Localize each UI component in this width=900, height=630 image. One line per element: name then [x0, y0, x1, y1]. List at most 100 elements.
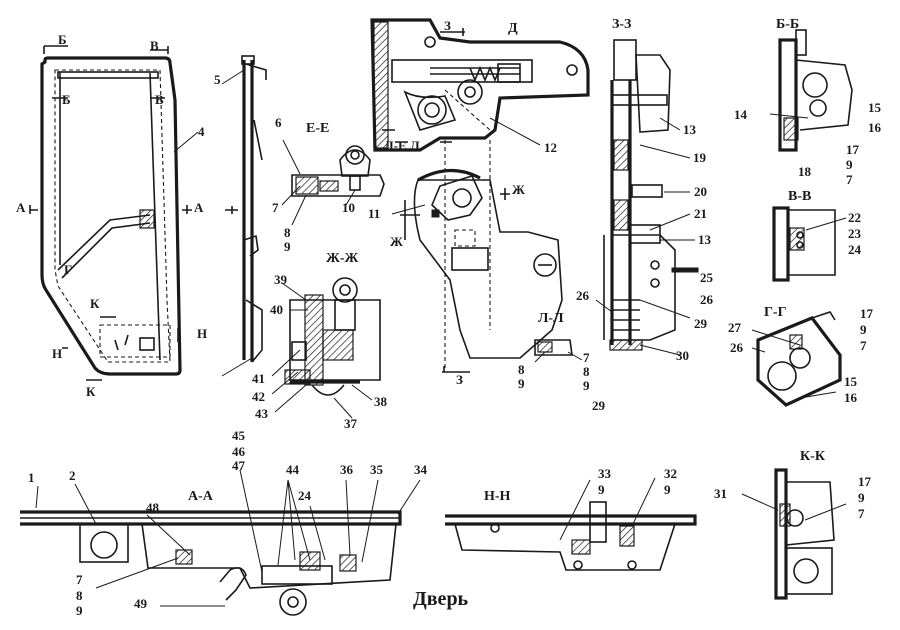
- part-number: 17: [860, 306, 874, 321]
- view-title-ee: Е-Е: [306, 121, 329, 136]
- cut-label: Б: [58, 32, 67, 47]
- part-number: 46: [232, 444, 246, 459]
- part-number: 10: [342, 200, 355, 215]
- view-title-gg: Г-Г: [764, 305, 787, 320]
- part-number: 1: [28, 470, 35, 485]
- cut-label: А: [194, 200, 204, 215]
- view-title-dd: Д: [508, 21, 518, 36]
- section-ll: [534, 339, 583, 363]
- section-zhzh: [271, 277, 381, 419]
- part-number: 20: [694, 184, 707, 199]
- part-number: 15: [844, 374, 858, 389]
- cut-label: К: [86, 384, 96, 399]
- section-vv: [772, 206, 847, 282]
- part-number: 9: [76, 603, 83, 618]
- part-number: 16: [868, 120, 882, 135]
- part-number: 6: [275, 115, 282, 130]
- section-ee: [281, 139, 385, 226]
- part-number: 8: [518, 362, 525, 377]
- part-number: 9: [846, 157, 853, 172]
- part-number: 38: [374, 394, 388, 409]
- part-number: 9: [664, 482, 671, 497]
- cut-label: Б: [62, 92, 71, 107]
- part-number: 22: [848, 210, 861, 225]
- part-number: 9: [518, 376, 525, 391]
- part-number: 8: [284, 225, 291, 240]
- part-number: 11: [368, 206, 380, 221]
- part-number: 23: [848, 226, 862, 241]
- view-title-zz: З-З: [612, 17, 631, 32]
- door-outline-view: [29, 45, 199, 381]
- cut-label: З: [444, 18, 451, 33]
- part-number: 41: [252, 371, 265, 386]
- part-number: 26: [730, 340, 744, 355]
- view-title-nn: Н-Н: [484, 489, 511, 504]
- section-aa: [20, 469, 421, 616]
- part-number: 17: [858, 474, 872, 489]
- part-number: 14: [734, 107, 748, 122]
- part-number: 42: [252, 389, 265, 404]
- part-number: 45: [232, 428, 246, 443]
- part-number: 16: [844, 390, 858, 405]
- part-number: 24: [298, 488, 312, 503]
- cut-label: Н: [197, 326, 207, 341]
- part-number: 27: [728, 320, 742, 335]
- part-number: 32: [664, 466, 677, 481]
- cut-label: Л: [410, 138, 420, 153]
- part-number: 7: [272, 200, 279, 215]
- part-number: 39: [274, 272, 288, 287]
- view-title-vv: В-В: [788, 189, 811, 204]
- part-number: 31: [714, 486, 727, 501]
- part-number: 24: [848, 242, 862, 257]
- part-number: 2: [69, 468, 76, 483]
- part-number: 7: [76, 572, 83, 587]
- view-title-ll: Л-Л: [538, 311, 564, 326]
- part-number: 49: [134, 596, 148, 611]
- part-number: 9: [598, 482, 605, 497]
- part-number: 15: [868, 100, 882, 115]
- part-number: 8: [583, 364, 590, 379]
- part-number: 7: [846, 172, 853, 187]
- cut-label: В: [150, 38, 159, 53]
- part-number: 29: [592, 398, 606, 413]
- section-nn: [445, 477, 697, 571]
- cut-label: К: [90, 296, 100, 311]
- cut-label: Ж: [390, 234, 403, 249]
- part-number: 17: [846, 142, 860, 157]
- part-number: 40: [270, 302, 283, 317]
- part-number: 7: [858, 506, 865, 521]
- section-bb: [769, 29, 853, 152]
- part-number: 26: [700, 292, 714, 307]
- part-number: 13: [683, 122, 697, 137]
- part-number: 4: [198, 124, 205, 139]
- part-number: 36: [340, 462, 354, 477]
- cut-label: Н: [52, 346, 62, 361]
- part-number: 30: [676, 348, 689, 363]
- cut-label: А: [16, 200, 26, 215]
- part-number: 9: [858, 490, 865, 505]
- cut-label: Ж: [512, 182, 525, 197]
- part-number: 7: [860, 338, 867, 353]
- part-number: 35: [370, 462, 384, 477]
- view-title-zhzh: Ж-Ж: [326, 251, 359, 266]
- part-number: 47: [232, 458, 246, 473]
- part-number: 12: [544, 140, 557, 155]
- part-number: 8: [76, 588, 83, 603]
- part-number: 9: [860, 322, 867, 337]
- view-title-kk: К-К: [800, 449, 826, 464]
- part-number: 26: [576, 288, 590, 303]
- cut-label: В: [155, 92, 164, 107]
- view-title-aa: А-А: [188, 489, 214, 504]
- section-kk: [741, 468, 847, 600]
- part-number: 9: [583, 378, 590, 393]
- section-zz: [595, 39, 699, 356]
- view-d: [370, 18, 590, 373]
- part-number: 21: [694, 206, 707, 221]
- section-gg: [751, 311, 842, 407]
- part-number: 44: [286, 462, 300, 477]
- drawing-caption: Дверь: [413, 588, 469, 610]
- part-number: 34: [414, 462, 428, 477]
- part-number: 48: [146, 500, 160, 515]
- view-title-bb: Б-Б: [776, 17, 799, 32]
